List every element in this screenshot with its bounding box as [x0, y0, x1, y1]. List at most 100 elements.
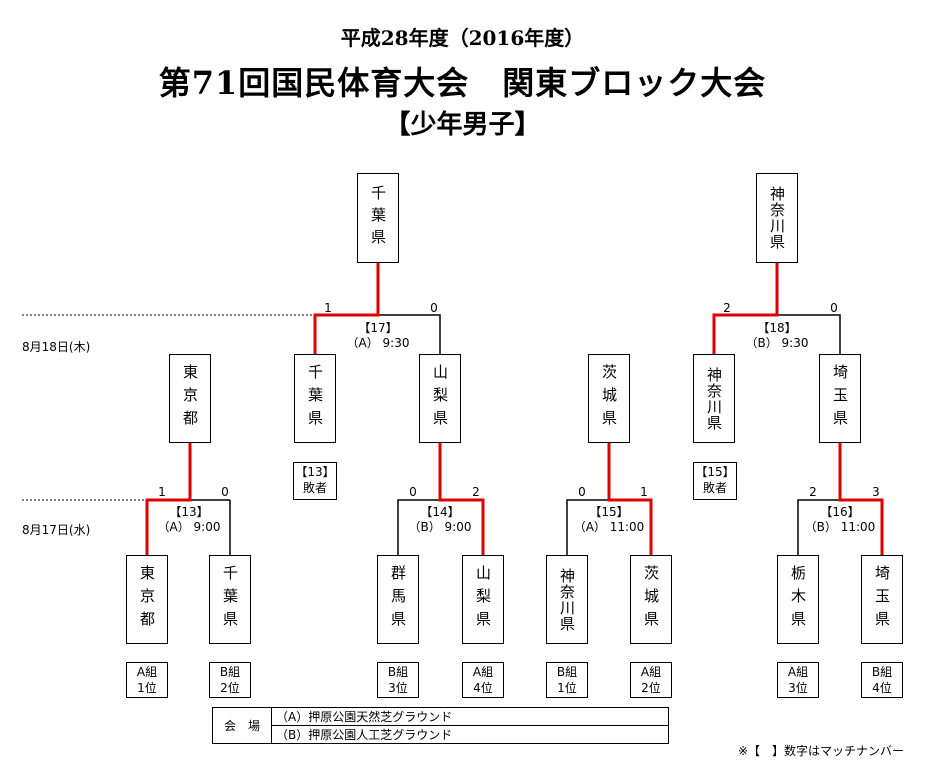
- match-time: （A） 9:00: [157, 520, 221, 534]
- m13-score-right: 0: [221, 485, 229, 499]
- seed-m13-right: B組 2位: [209, 662, 251, 698]
- r1-team-kanagawa: 神奈川県: [546, 555, 588, 644]
- date-day2: 8月18日(木): [22, 340, 91, 354]
- team-name: 山梨県: [474, 565, 492, 634]
- m16-label: 【16】（B） 11:00: [795, 505, 885, 535]
- m17-winner-line: [313, 263, 380, 354]
- team-name: 埼玉県: [831, 364, 849, 433]
- seed-rank: 3位: [788, 681, 808, 695]
- m17-label: 【17】（A） 9:30: [333, 321, 423, 351]
- r2-team-kanagawa: 神奈川県: [693, 354, 735, 443]
- seed-m15-left: B組 1位: [546, 662, 588, 698]
- team-name: 東京都: [138, 565, 156, 634]
- m15-label: 【15】（A） 11:00: [564, 505, 654, 535]
- loser-label: 敗者: [302, 481, 327, 495]
- m17-score-left: 1: [324, 301, 332, 315]
- team-name: 山梨県: [431, 364, 449, 433]
- seed-group: A組: [787, 665, 809, 679]
- m15-loser-line: [566, 499, 609, 555]
- loser-label: 敗者: [702, 481, 727, 495]
- m16-winner-line: [838, 443, 884, 555]
- seed-group: A組: [640, 665, 662, 679]
- m14-score-left: 0: [409, 485, 417, 499]
- winner-17-box: 千葉県: [357, 173, 399, 263]
- seed-group: B組: [556, 665, 578, 679]
- m15-score-left: 0: [578, 485, 586, 499]
- match-time: （A） 11:00: [573, 520, 645, 534]
- m18-label: 【18】（B） 9:30: [732, 321, 822, 351]
- m14-label: 【14】（B） 9:00: [395, 505, 485, 535]
- venue-b: （B）押原公園人工芝グラウンド: [271, 725, 669, 744]
- seed-group: A組: [136, 665, 158, 679]
- match-time: （B） 11:00: [804, 520, 876, 534]
- m16-score-left: 2: [809, 485, 817, 499]
- m14-winner-line: [438, 443, 485, 555]
- seed-m13-left: A組 1位: [126, 662, 168, 698]
- team-name: 埼玉県: [873, 565, 891, 634]
- seed-m16-left: A組 3位: [777, 662, 819, 698]
- m18-winner-line: [712, 263, 779, 354]
- match-no: 【13】: [169, 505, 209, 519]
- team-name: 千葉県: [221, 565, 239, 634]
- m14-loser-line: [397, 499, 440, 555]
- r1-team-chiba: 千葉県: [209, 555, 251, 644]
- r1-team-tochigi: 栃木県: [777, 555, 819, 644]
- seed-group: B組: [387, 665, 409, 679]
- seed-rank: 2位: [641, 681, 661, 695]
- match-no: 【15】: [589, 505, 629, 519]
- m17-loser-line: [378, 314, 441, 354]
- team-name: 栃木県: [789, 565, 807, 634]
- team-name: 東京都: [181, 364, 199, 433]
- seed-group: A組: [472, 665, 494, 679]
- m16-loser-line: [797, 499, 840, 555]
- r2-team-yamanashi: 山梨県: [419, 354, 461, 443]
- team-name: 神奈川県: [705, 366, 723, 431]
- match-no: 【17】: [358, 321, 398, 335]
- seed-m16-right: B組 4位: [861, 662, 903, 698]
- r1-team-ibaraki: 茨城県: [630, 555, 672, 644]
- r1-team-yamanashi: 山梨県: [462, 555, 504, 644]
- r1-team-saitama: 埼玉県: [861, 555, 903, 644]
- m17-score-right: 0: [430, 301, 438, 315]
- r1-team-gunma: 群馬県: [377, 555, 419, 644]
- m18-score-right: 0: [830, 301, 838, 315]
- seed-rank: 4位: [872, 681, 892, 695]
- m18-score-left: 2: [723, 301, 731, 315]
- seed-rank: 1位: [137, 681, 157, 695]
- loser-match-no: 【15】: [695, 465, 735, 479]
- seed-rank: 2位: [220, 681, 240, 695]
- r1-team-tokyo: 東京都: [126, 555, 168, 644]
- date-day1: 8月17日(水): [22, 523, 91, 537]
- match-no: 【16】: [820, 505, 860, 519]
- match-no: 【18】: [757, 321, 797, 335]
- r2-team-chiba: 千葉県: [294, 354, 336, 443]
- seed-rank: 1位: [557, 681, 577, 695]
- r2-team-ibaraki: 茨城県: [588, 354, 630, 443]
- seed-group: B組: [871, 665, 893, 679]
- team-name: 千葉県: [369, 185, 387, 251]
- team-name: 神奈川県: [768, 186, 786, 250]
- m18-loser-line: [777, 314, 841, 354]
- venue-a: （A）押原公園天然芝グラウンド: [271, 707, 669, 726]
- team-name: 千葉県: [306, 364, 324, 433]
- venue-table: 会 場 （A）押原公園天然芝グラウンド （B）押原公園人工芝グラウンド: [212, 707, 669, 744]
- winner-18-box: 神奈川県: [756, 173, 798, 263]
- match-no: 【14】: [420, 505, 460, 519]
- match-time: （B） 9:30: [745, 336, 809, 350]
- m14-score-right: 2: [472, 485, 480, 499]
- seed-m15-right: A組 2位: [630, 662, 672, 698]
- seed-rank: 4位: [473, 681, 493, 695]
- m15-winner-line: [607, 443, 653, 555]
- loser-match-no: 【13】: [295, 465, 335, 479]
- match-time: （B） 9:00: [408, 520, 472, 534]
- m16-score-right: 3: [872, 485, 880, 499]
- team-name: 茨城県: [642, 565, 660, 634]
- team-name: 神奈川県: [558, 567, 576, 632]
- seed-m14-right: A組 4位: [462, 662, 504, 698]
- seed-group: B組: [219, 665, 241, 679]
- footnote: ※【 】数字はマッチナンバー: [738, 744, 905, 758]
- match-time: （A） 9:30: [346, 336, 410, 350]
